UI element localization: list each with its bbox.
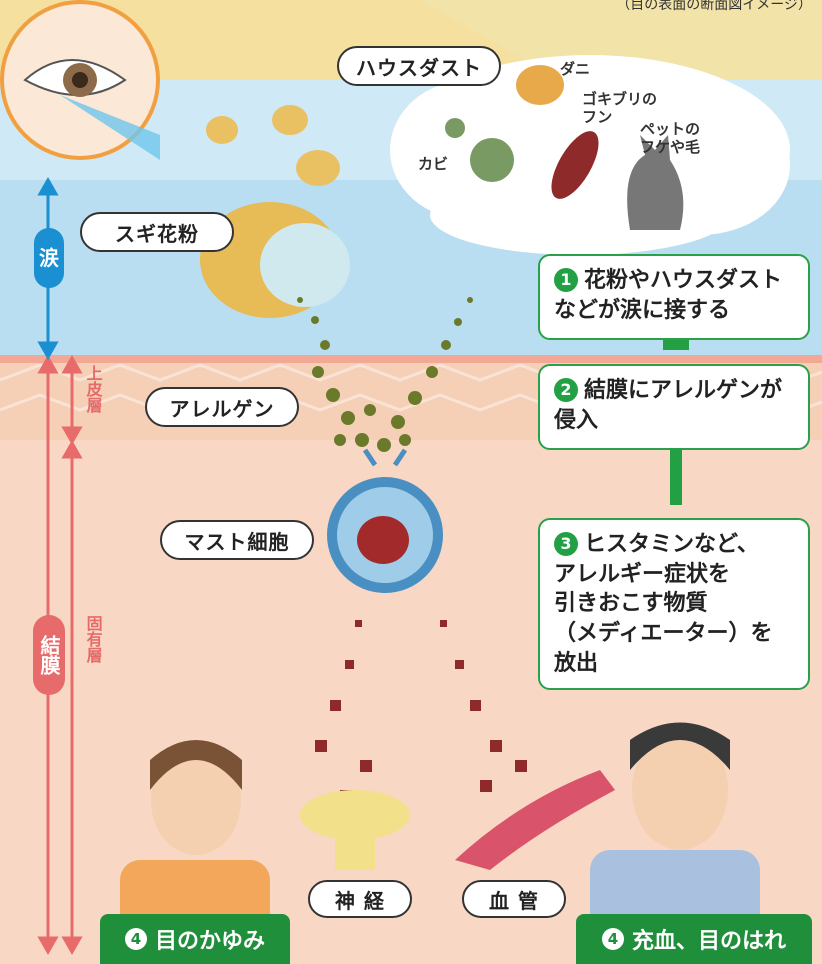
house-dust-cloud bbox=[390, 55, 790, 255]
mold-icon bbox=[445, 118, 465, 138]
label-blood-vessel: 血 管 bbox=[462, 880, 566, 918]
layer-label-lamina-propria: 固有層 bbox=[83, 615, 103, 663]
outcome-itch-text: 目のかゆみ bbox=[154, 929, 265, 954]
caption: （目の表面の断面図イメージ） bbox=[616, 0, 812, 13]
cockroach-icon bbox=[551, 131, 599, 199]
outcome-itch-number: 4 bbox=[124, 928, 147, 950]
layer-label-conjunctiva-text: 結膜 bbox=[37, 635, 61, 675]
woman-illustration bbox=[120, 740, 270, 940]
label-allergen: アレルゲン bbox=[145, 387, 299, 427]
cloud-label-pet: ペットの フケや毛 bbox=[640, 120, 701, 156]
cloud-label-mold: カビ bbox=[418, 155, 449, 173]
blood-vessel-icon bbox=[455, 770, 615, 870]
step-2-number: 2 bbox=[554, 377, 578, 402]
cat-icon bbox=[627, 135, 684, 230]
label-mast-cell: マスト細胞 bbox=[160, 520, 314, 560]
man-illustration bbox=[590, 722, 760, 940]
step-1-number: 1 bbox=[554, 267, 578, 292]
step-3-number: 3 bbox=[554, 531, 578, 556]
label-nerve: 神 経 bbox=[308, 880, 412, 918]
label-sugi-pollen: スギ花粉 bbox=[80, 212, 234, 252]
outcome-redness-number: 4 bbox=[601, 928, 624, 950]
cloud-label-mite: ダニ bbox=[560, 60, 591, 78]
outcome-redness-text: 充血、目のはれ bbox=[631, 929, 786, 954]
layer-label-tear-text: 涙 bbox=[39, 246, 59, 270]
layer-label-conjunctiva: 結膜 bbox=[33, 615, 65, 695]
arrow-step2-3 bbox=[670, 450, 682, 505]
layer-label-epithelium: 上皮層 bbox=[83, 365, 103, 413]
mast-cell bbox=[327, 448, 443, 593]
label-house-dust: ハウスダスト bbox=[337, 46, 501, 86]
step-2-text: 結膜にアレルゲンが 侵入 bbox=[554, 378, 783, 433]
arrow-step1-2 bbox=[663, 340, 689, 350]
layer-label-tear: 涙 bbox=[34, 228, 64, 288]
step-3-text: ヒスタミンなど、 アレルギー症状を 引きおこす物質 （メディエーター）を 放出 bbox=[554, 532, 773, 676]
step-1-text: 花粉やハウスダスト などが涙に接する bbox=[554, 268, 783, 323]
cloud-label-cockroach: ゴキブリの フン bbox=[582, 90, 658, 126]
mite-icon bbox=[516, 65, 564, 105]
outcome-redness: 4 充血、目のはれ bbox=[576, 914, 812, 964]
outcome-itch: 4 目のかゆみ bbox=[100, 914, 290, 964]
